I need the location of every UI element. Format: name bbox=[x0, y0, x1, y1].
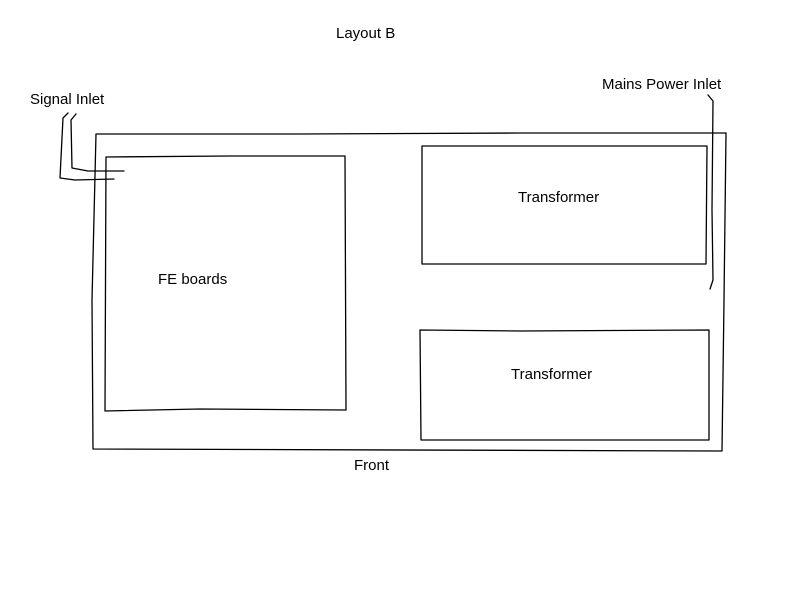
front-label: Front bbox=[354, 457, 390, 474]
enclosure-outline bbox=[91, 132, 727, 452]
signal-inlet-label: Signal Inlet bbox=[30, 91, 105, 108]
fe-boards-label: FE boards bbox=[158, 271, 228, 288]
transformer-top-box bbox=[421, 145, 708, 265]
transformer-top-label: Transformer bbox=[518, 189, 600, 206]
diagram-title: Layout B bbox=[336, 25, 396, 42]
signal-inlet-cable bbox=[59, 112, 115, 181]
transformer-bottom-label: Transformer bbox=[511, 366, 593, 383]
mains-power-inlet-label: Mains Power Inlet bbox=[602, 76, 722, 93]
fe-boards-box bbox=[104, 155, 347, 412]
mains-power-inlet-cable bbox=[707, 94, 714, 290]
transformer-bottom-box bbox=[419, 329, 710, 441]
signal-inlet-cable-inner bbox=[70, 113, 125, 172]
